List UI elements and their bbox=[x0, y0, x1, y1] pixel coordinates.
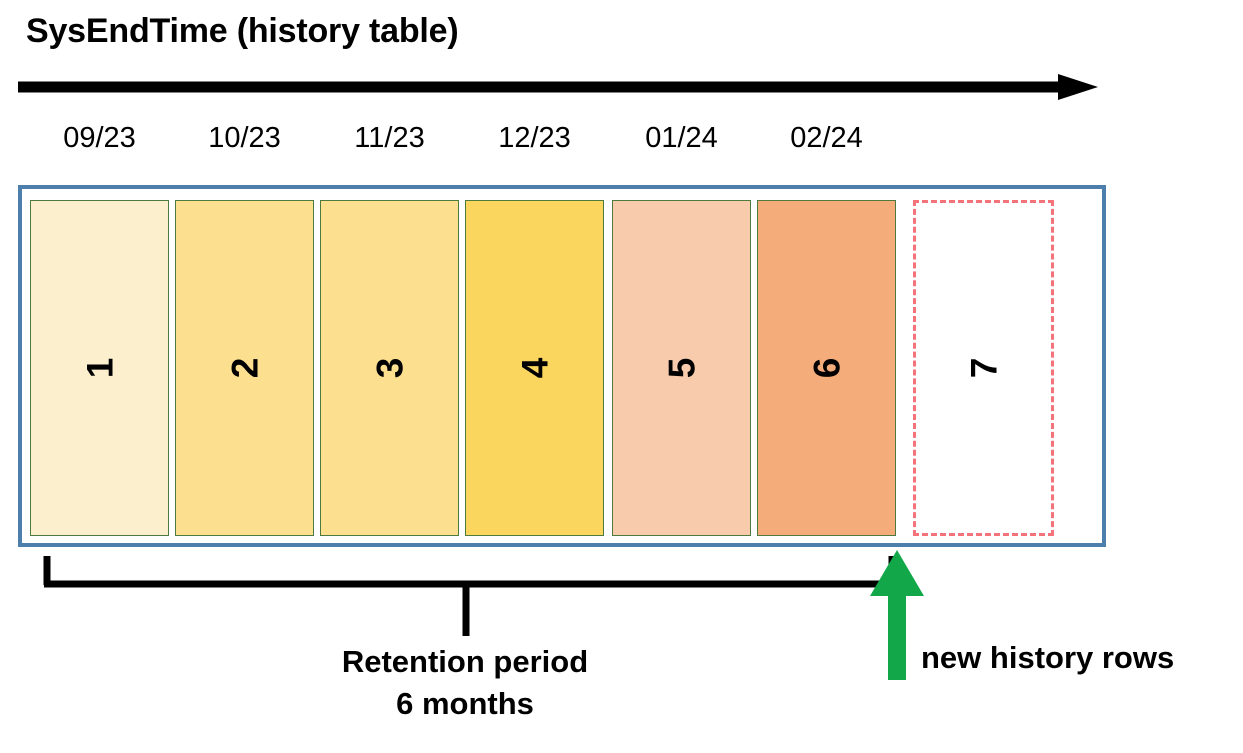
retention-bracket-icon bbox=[43, 556, 896, 636]
partition-box-6[interactable]: 6 bbox=[757, 200, 896, 536]
month-label-4: 01/24 bbox=[645, 122, 718, 154]
partition-box-4[interactable]: 4 bbox=[465, 200, 604, 536]
partition-box-7-future[interactable]: 7 bbox=[913, 200, 1054, 536]
month-label-1: 10/23 bbox=[208, 122, 281, 154]
retention-caption-line-1: Retention period bbox=[341, 644, 589, 679]
partition-number-5: 5 bbox=[661, 357, 702, 379]
partition-box-1[interactable]: 1 bbox=[30, 200, 169, 536]
partition-box-3[interactable]: 3 bbox=[320, 200, 459, 536]
arrow-up-icon bbox=[870, 550, 924, 680]
month-label-0: 09/23 bbox=[63, 122, 136, 154]
month-label-3: 12/23 bbox=[498, 122, 571, 154]
partition-box-2[interactable]: 2 bbox=[175, 200, 314, 536]
new-history-rows-arrow bbox=[866, 548, 928, 698]
new-history-rows-label: new history rows bbox=[921, 640, 1175, 675]
time-axis-arrow-icon bbox=[18, 74, 1098, 100]
retention-bracket bbox=[30, 548, 920, 648]
page-title: SysEndTime (history table) bbox=[26, 12, 459, 50]
retention-caption-line-2: 6 months bbox=[396, 686, 534, 722]
partition-box-5[interactable]: 5 bbox=[612, 200, 751, 536]
partition-number-1: 1 bbox=[79, 357, 120, 379]
partition-number-3: 3 bbox=[369, 357, 410, 379]
partition-number-6: 6 bbox=[806, 357, 847, 379]
month-label-2: 11/23 bbox=[354, 122, 425, 154]
month-label-5: 02/24 bbox=[790, 122, 863, 154]
time-axis bbox=[18, 72, 1098, 102]
partition-number-7: 7 bbox=[963, 357, 1004, 379]
retention-period-caption: Retention period 6 months bbox=[260, 641, 670, 725]
partition-number-4: 4 bbox=[514, 357, 555, 379]
partition-number-2: 2 bbox=[224, 357, 265, 379]
